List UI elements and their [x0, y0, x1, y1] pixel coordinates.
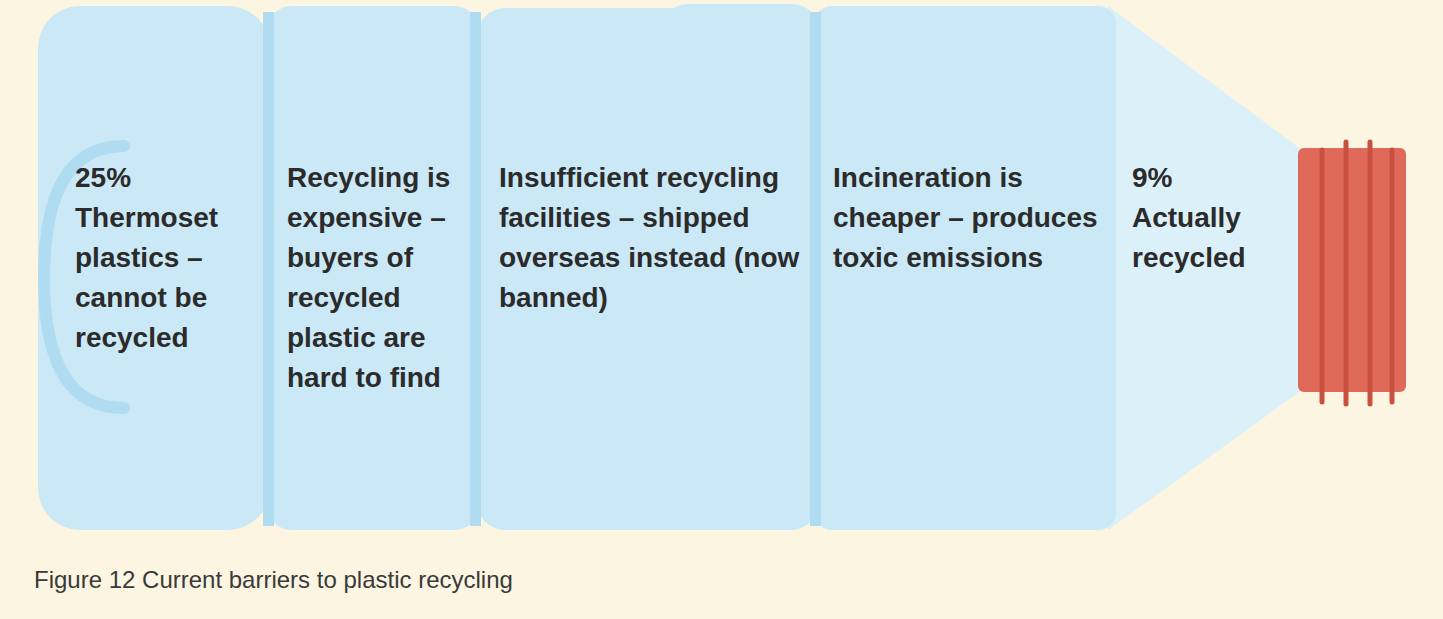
bottle-segment [814, 6, 1116, 530]
barrier-text: Incineration is cheaper – produces toxic… [833, 158, 1113, 278]
figure-caption: Figure 12 Current barriers to plastic re… [34, 566, 513, 594]
bottle-rib [810, 12, 821, 526]
bottle-band: 25% Thermoset plastics – cannot be recyc… [40, 10, 262, 526]
bottle-band: Incineration is cheaper – produces toxic… [822, 10, 1114, 526]
barrier-text: 9% Actually recycled [1132, 158, 1282, 278]
bottle-neck [1108, 6, 1302, 530]
bottle-band: Insufficient recycling facilities – ship… [482, 10, 809, 526]
bottle-neck-band: 9% Actually recycled [1116, 150, 1298, 390]
cap-ridge [1344, 142, 1349, 404]
bottle-segment [266, 6, 480, 530]
cap-ridge [1390, 150, 1395, 402]
bottle-bump [660, 4, 820, 64]
bottle-rib [470, 12, 481, 526]
bottle-rib [263, 12, 274, 526]
bottle-band: Recycling is expensive – buyers of recyc… [275, 10, 469, 526]
bottle-segment [38, 6, 270, 530]
barrier-text: Insufficient recycling facilities – ship… [499, 158, 807, 318]
barrier-text: Recycling is expensive – buyers of recyc… [287, 158, 467, 398]
barrier-text: 25% Thermoset plastics – cannot be recyc… [75, 158, 255, 358]
cap-ridge [1320, 150, 1325, 402]
bottle-segment [476, 8, 820, 530]
cap-ridge [1368, 142, 1373, 404]
